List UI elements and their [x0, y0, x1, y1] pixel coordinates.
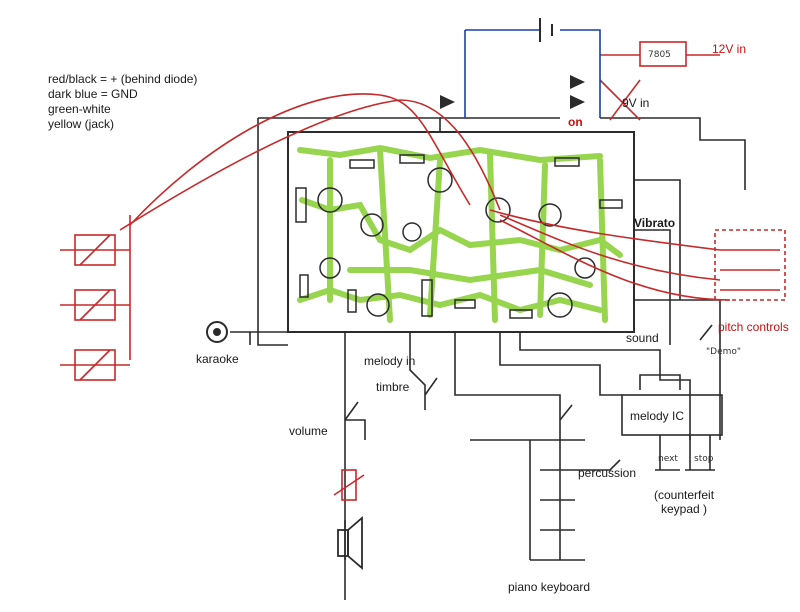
diodes [440, 75, 585, 109]
label-timbre: timbre [376, 380, 410, 394]
jack-icon [206, 321, 228, 343]
legend-line: dark blue = GND [48, 87, 138, 101]
label-volume: volume [289, 424, 328, 438]
label-regulator: 7805 [648, 50, 671, 60]
switches [344, 324, 713, 421]
label-stop: stop [694, 454, 714, 464]
board-components [295, 154, 623, 319]
regulator-box [639, 41, 687, 67]
label-karaoke: karaoke [196, 352, 239, 366]
melody-ic-box [621, 394, 723, 436]
legend-line: red/black = + (behind diode) [48, 72, 198, 86]
battery-symbol [539, 18, 553, 42]
blue-wires [464, 29, 601, 118]
legend-line: green-white [48, 102, 111, 116]
wire-color-legend: red/black = + (behind diode) dark blue =… [48, 72, 197, 132]
label-melody-in: melody in [364, 354, 416, 368]
label-next: next [658, 454, 678, 464]
label-demo: "Demo" [706, 347, 742, 357]
label-pitch-controls: pitch controls [718, 320, 789, 334]
label-melody-ic: melody IC [630, 409, 685, 423]
board-traces [297, 144, 623, 323]
label-12v-in: 12V in [712, 42, 747, 56]
label-vibrato: Vibrato [634, 216, 676, 230]
label-piano-keyboard: piano keyboard [508, 580, 591, 594]
label-9v-in: 9V in [622, 96, 650, 110]
label-counterfeit-keypad: (counterfeit keypad ) [654, 488, 715, 516]
circuit-board-outline [287, 131, 635, 333]
label-on: on [568, 115, 583, 129]
volume-pot [341, 469, 357, 501]
label-sound: sound [626, 331, 659, 345]
pitch-controls-box [714, 229, 786, 301]
legend-line: yellow (jack) [48, 117, 115, 131]
speaker-icon [337, 516, 363, 570]
red-wires [60, 41, 786, 501]
black-wires [230, 117, 746, 600]
label-percussion: percussion [578, 466, 637, 480]
